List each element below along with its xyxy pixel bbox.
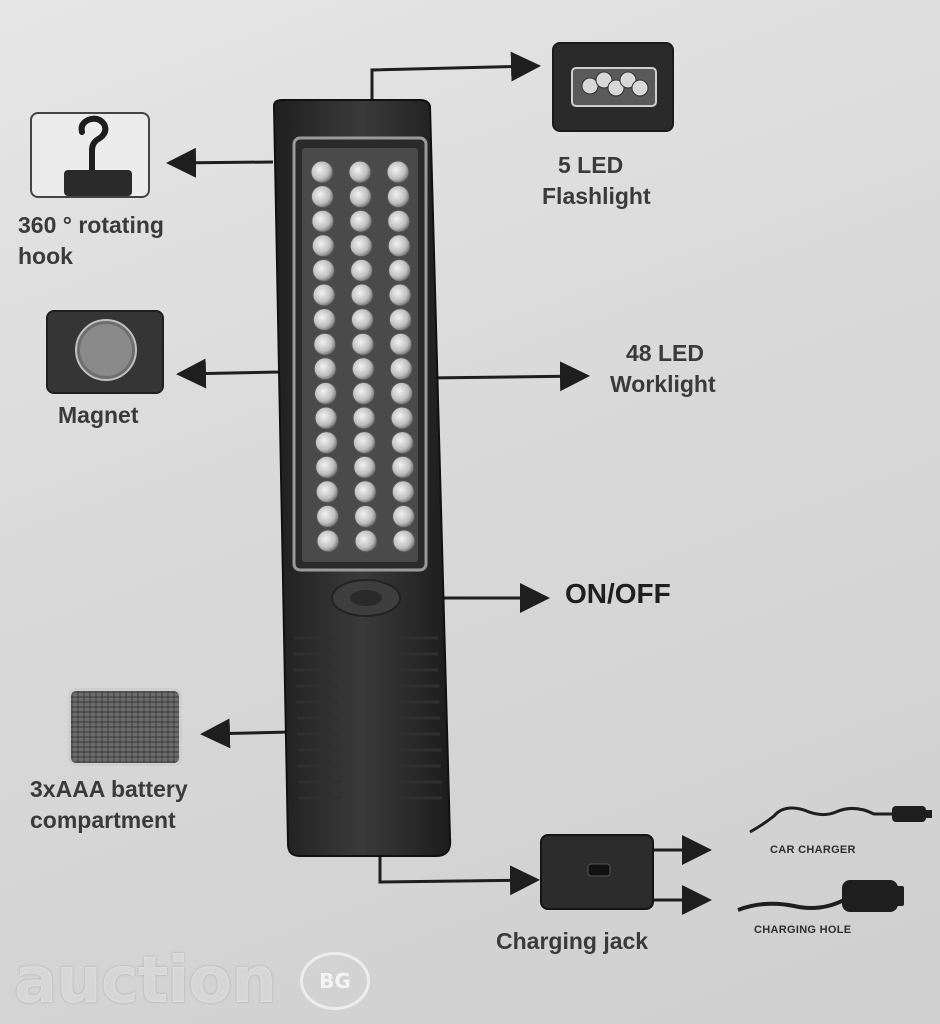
charging-jack-label: Charging jack [496,928,649,954]
worklight-led [316,529,340,553]
arrow-flashlight [370,51,541,100]
flashlight-led [595,71,613,89]
worklight-led [354,529,378,553]
worklight-led [387,234,411,258]
worklight-led-grid [310,160,416,553]
worklight-led [348,160,372,184]
worklight-led [388,308,412,332]
worklight-led [391,455,415,479]
worklight-led [386,185,410,209]
charging-jack-icon [587,863,611,877]
worklight-led [353,480,377,504]
worklight-led [389,357,413,381]
watermark-badge: BG [300,952,370,1010]
hook-label: 360 ° rotating hook [18,210,164,272]
worklight-led [310,185,334,209]
worklight-led [316,504,340,528]
worklight-led [353,455,377,479]
worklight-led [392,529,416,553]
worklight-led [311,234,335,258]
worklight-led [315,480,339,504]
worklight-led [348,185,372,209]
battery-label-line1: 3xAAA battery [30,776,188,802]
worklight-led [386,160,410,184]
grip-lines [294,636,442,800]
worklight-led [311,209,335,233]
worklight-led [352,431,376,455]
hook-label-line2: hook [18,243,73,269]
arrow-charging-jack [378,856,540,896]
flashlight-leds-icon [571,67,657,107]
worklight-led [350,283,374,307]
flashlight-label: 5 LED Flashlight [542,150,688,212]
arrow-worklight [425,361,590,392]
hook-image [30,112,150,198]
flashlight-led [607,79,625,97]
worklight-led [389,332,413,356]
watermark-text: auction [14,944,277,1018]
flashlight-label-line2: Flashlight [542,183,651,209]
arrow-hook [166,147,274,178]
worklight-device [272,99,452,857]
magnet-label: Magnet [58,402,139,428]
worklight-led [314,431,338,455]
worklight-led [313,357,337,381]
flashlight-led [631,79,649,97]
wall-adapter-icon [737,880,904,912]
worklight-led [390,381,414,405]
worklight-led [350,258,374,282]
worklight-label: 48 LED Worklight [610,338,716,400]
flashlight-led [619,71,637,89]
worklight-led [390,406,414,430]
worklight-led [312,308,336,332]
worklight-led [391,480,415,504]
battery-label: 3xAAA battery compartment [30,774,188,836]
magnet-image [46,310,164,394]
flashlight-label-line1: 5 LED [558,152,624,178]
worklight-led [349,234,373,258]
worklight-led [312,283,336,307]
worklight-label-line2: Worklight [610,371,716,397]
car-charger-label: CAR CHARGER [770,844,856,856]
worklight-led [392,504,416,528]
worklight-led [312,258,336,282]
worklight-led [352,381,376,405]
battery-compartment-image [68,688,182,766]
worklight-led [310,160,334,184]
arrow-battery [200,718,291,749]
worklight-led [350,308,374,332]
worklight-led [314,406,338,430]
worklight-led [349,209,373,233]
onoff-label: ON/OFF [565,578,671,609]
worklight-led [315,455,339,479]
worklight-led [354,504,378,528]
worklight-led [314,381,338,405]
arrow-magnet [176,358,281,389]
battery-label-line2: compartment [30,807,176,833]
worklight-led [388,258,412,282]
worklight-led [351,332,375,356]
worklight-led [313,332,337,356]
flashlight-image [552,42,674,132]
charging-hole-label: CHARGING HOLE [754,924,852,936]
worklight-label-line1: 48 LED [626,340,704,366]
magnet-icon [75,319,137,381]
worklight-led [387,209,411,233]
hook-label-line1: 360 ° rotating [18,212,164,238]
worklight-led [351,357,375,381]
worklight-led [390,431,414,455]
charging-jack-image [540,834,654,910]
hook-icon [64,115,132,196]
car-charger-icon [749,806,932,834]
worklight-led [352,406,376,430]
worklight-led [388,283,412,307]
